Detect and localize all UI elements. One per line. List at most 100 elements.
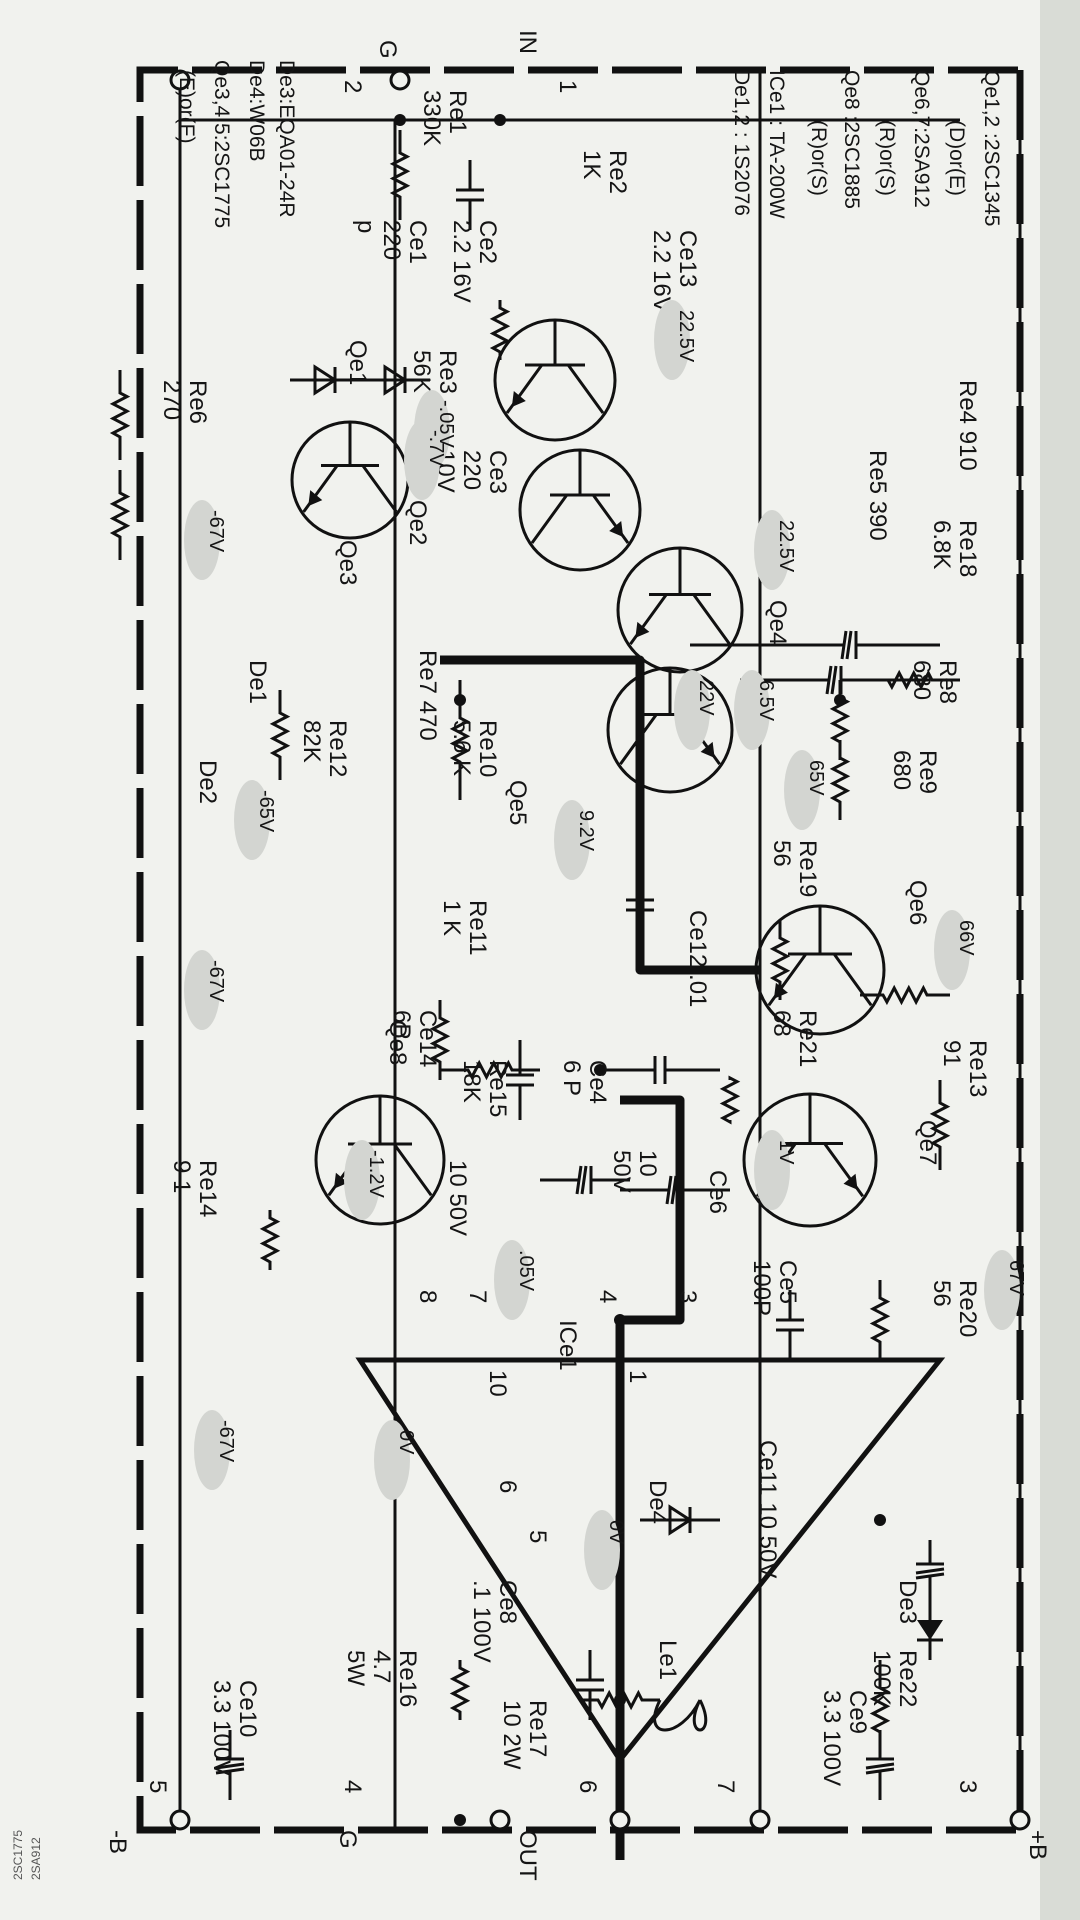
voltage-tag-bg (734, 670, 770, 750)
label-Re14: 9 1 (168, 1160, 195, 1193)
label-Ce5: Ce5 (774, 1260, 801, 1304)
terminal-circle (389, 69, 411, 91)
ic-ICe1 (355, 1357, 946, 1765)
voltage-reading: 0V (605, 1520, 627, 1545)
label-Ce2: 2.2 16V (448, 220, 475, 303)
ic-pin-7: 7 (464, 1290, 491, 1303)
resistor-Re19 (769, 920, 791, 1000)
voltage-reading: .05V (515, 1250, 537, 1292)
label-Re19: Re19 (794, 840, 821, 897)
label-Re7: Re7 470 (414, 650, 441, 741)
ic-pin-4: 4 (594, 1290, 621, 1303)
label-Re6: Re6 (184, 380, 211, 424)
terminal-number-1: 1 (554, 80, 581, 93)
voltage-reading: 6.5V (755, 680, 777, 722)
terminal-number-4: 4 (339, 1780, 366, 1793)
label-Re3: 56K (408, 350, 435, 393)
terminal-circle (749, 1809, 771, 1831)
label-Ce13: Ce13 (674, 230, 701, 287)
capacitor-Ce1 (456, 160, 484, 230)
emitter-arrow (308, 490, 323, 507)
label-Re8: Re8 (934, 660, 961, 704)
terminal-circle (1009, 1809, 1031, 1831)
label-Re22: 100K (868, 1650, 895, 1706)
voltage-tag-bg (184, 950, 220, 1030)
emitter-arrow (333, 1172, 348, 1189)
module-boundary (136, 66, 1024, 1834)
capacitor-Ce2 (760, 630, 940, 660)
voltage-tag-bg (404, 420, 440, 500)
capacitor-Ce8 (576, 1650, 604, 1720)
label-Re12: Re12 (324, 720, 351, 777)
transistor-leads-Qe6 (767, 906, 873, 1007)
voltage-tag-bg (554, 800, 590, 880)
transistor-label-Qe1: Qe1 (344, 340, 371, 385)
transistor-label-Qe7: Qe7 (914, 1120, 941, 1165)
terminal-label-G: G (374, 40, 401, 59)
label-Ce13: 2.2 16V (648, 230, 675, 313)
voltage-reading: 9.2V (575, 810, 597, 852)
resistor-Re18 (860, 984, 950, 1006)
capacitor-Ce7 (620, 1175, 730, 1205)
thick-output-path (620, 1095, 685, 1325)
terminal-circle (169, 69, 191, 91)
voltage-reading: 65V (805, 760, 827, 796)
label-Ce14: 6P (388, 1010, 415, 1039)
label-Re21: 68 (768, 1010, 795, 1037)
transistor-label-Qe8: Qe8 (384, 1020, 411, 1065)
voltage-tag-bg (344, 1140, 380, 1220)
note-line: (R)or(S) (807, 120, 830, 196)
label-Re19: 56 (768, 840, 795, 867)
resistor-Re21 (719, 1075, 741, 1125)
label-De4: De4 (644, 1480, 671, 1524)
capacitor-Ce4 (600, 1056, 720, 1084)
resistor-Re3 (489, 300, 511, 360)
inductor-Le1 (653, 1699, 708, 1732)
note-line: (E)or(F) (175, 70, 198, 143)
terminal-label-G2: G (334, 1830, 361, 1849)
emitter-arrow (700, 741, 715, 758)
voltage-reading: -.05V (435, 400, 457, 448)
resistor-Re13 (929, 1080, 951, 1170)
label-Ce8: .1 100V (468, 1580, 495, 1663)
terminal-label-IN: IN (514, 30, 541, 54)
label-Re1: 330K (418, 90, 445, 146)
label-Re4: Re4 910 (954, 380, 981, 471)
voltage-tag-bg (234, 780, 270, 860)
voltage-tag-bg (754, 1130, 790, 1210)
voltage-reading: -67V (215, 1420, 237, 1463)
junction-dot (614, 1314, 626, 1326)
transistor-leads-Qe3 (302, 422, 398, 513)
terminal-number-5: 5 (144, 1780, 171, 1793)
capacitor-Ce5 (776, 1290, 804, 1360)
note-line: Qe8 :2SC1885 (840, 70, 863, 209)
resistor-Re12 (269, 690, 291, 780)
diode-De4-body (668, 1504, 693, 1536)
ic-pin-8: 8 (414, 1290, 441, 1303)
label-Ce4: Ce4 (584, 1060, 611, 1104)
note-line: Qe3,4,5:2SC1775 (210, 60, 233, 228)
voltage-tag-bg (654, 300, 690, 380)
ic-pin-10: 10 (484, 1370, 511, 1397)
label-Ce2: Ce2 (474, 220, 501, 264)
label-Re8: 680 (908, 660, 935, 700)
label-Re14: Re14 (194, 1160, 221, 1217)
label-Re17: Re17 (524, 1700, 551, 1757)
resistor-Re1 (389, 130, 411, 220)
transistor-leads-Qe5 (619, 668, 721, 765)
voltage-reading: 22V (695, 680, 717, 716)
resistor-Re16 (449, 1660, 471, 1720)
voltage-tag-bg (184, 500, 220, 580)
voltage-reading: 0V (395, 1430, 417, 1455)
corner-text: 2SA912 (29, 1837, 43, 1880)
note-line: Qe6,7:2SA912 (910, 70, 933, 208)
terminal-number-7: 7 (712, 1780, 739, 1793)
resistor-Re22 (869, 1660, 891, 1760)
page-edge-strip (1040, 0, 1080, 1920)
label-Re9: 680 (888, 750, 915, 790)
voltage-tag-bg (934, 910, 970, 990)
note-line: De1,2 : 1S2076 (730, 70, 753, 216)
label-Re2: Re2 (604, 150, 631, 194)
voltage-tag-bg (754, 510, 790, 590)
label-Ce4: 6 P (558, 1060, 585, 1096)
